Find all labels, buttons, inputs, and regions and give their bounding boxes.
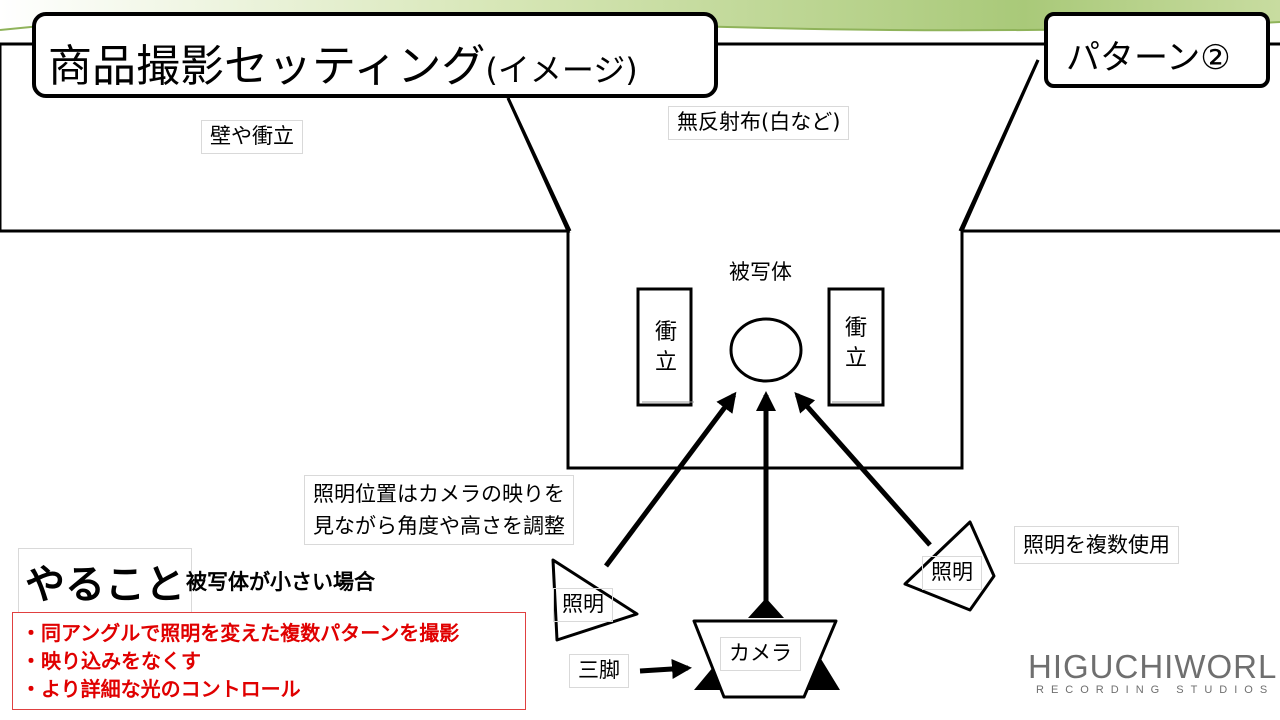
todo-item: ・映り込みをなくす (21, 649, 201, 673)
screen-right (827, 287, 885, 407)
subject-label: 被写体 (720, 256, 801, 290)
title-sub: (イメージ) (485, 51, 638, 89)
arrow-left-light (603, 391, 737, 568)
todo-heading: やること (18, 548, 192, 622)
tripod-leg-center (748, 598, 784, 618)
logo-sub: RECORDING STUDIOS (1036, 684, 1275, 696)
multi-light-label: 照明を複数使用 (1014, 526, 1179, 564)
light-adjust-note: 照明位置はカメラの映りを 見ながら角度や高さを調整 (304, 475, 574, 545)
wall-outline (0, 42, 1280, 470)
tripod-label: 三脚 (569, 654, 629, 688)
arrow-tripod (639, 659, 692, 679)
light-adjust-note-line-2: 見ながら角度や高さを調整 (313, 514, 565, 538)
camera-label: カメラ (720, 637, 801, 671)
todo-list: ・同アングルで照明を変えた複数パターンを撮影 ・映り込みをなくす ・より詳細な光… (12, 612, 526, 710)
screen-right-label: 衝立 (844, 316, 867, 371)
title-main: 商品撮影セッティング (48, 41, 486, 92)
todo-item: ・より詳細な光のコントロール (21, 677, 301, 701)
title-box: 商品撮影セッティング(イメージ) (32, 12, 718, 98)
backdrop-left-edge (506, 97, 572, 232)
wall-label: 壁や衝立 (201, 120, 303, 154)
arrow-right-light (794, 392, 932, 547)
todo-item: ・同アングルで照明を変えた複数パターンを撮影 (21, 621, 460, 645)
subject-circle (729, 317, 803, 383)
pattern-label: パターン② (1066, 38, 1231, 78)
light-right-shape (903, 520, 996, 612)
backdrop-right-edge (958, 59, 1040, 232)
screen-left-label: 衝立 (654, 320, 677, 375)
light-left-shape (551, 558, 639, 642)
logo-main: HIGUCHIWORLD (1028, 648, 1280, 685)
light-right-label: 照明 (922, 556, 982, 590)
page-title: 商品撮影セッティング(イメージ) (48, 30, 638, 94)
light-left-label: 照明 (553, 588, 613, 622)
light-adjust-note-line-1: 照明位置はカメラの映りを (313, 482, 565, 506)
pattern-box: パターン② (1044, 12, 1270, 88)
todo-case: 被写体が小さい場合 (186, 570, 375, 594)
screen-left (636, 287, 693, 407)
backdrop-label: 無反射布(白など) (668, 106, 850, 140)
